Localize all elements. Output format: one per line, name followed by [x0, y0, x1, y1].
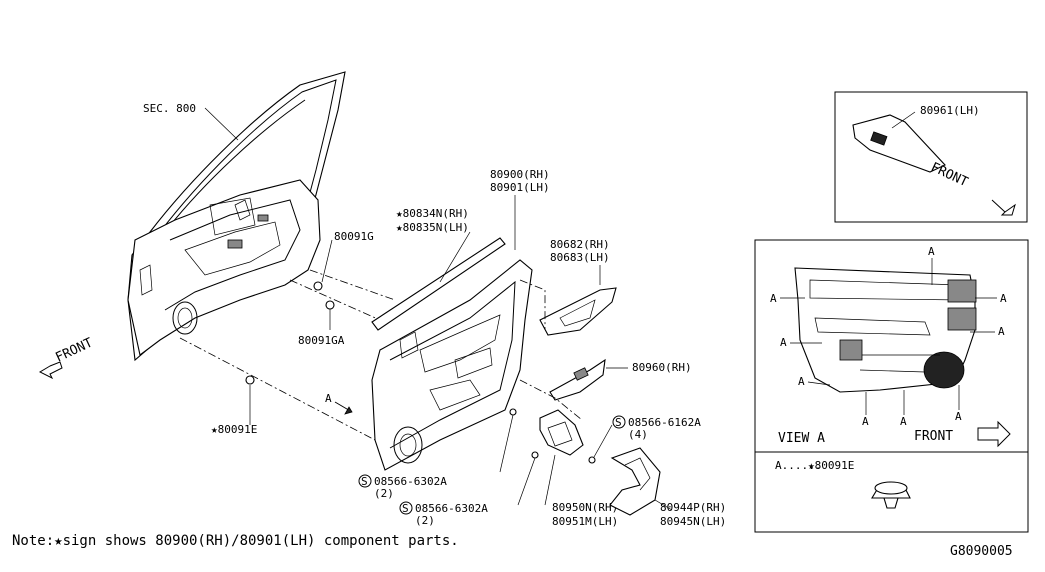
view-a-marker-4: A: [998, 325, 1005, 338]
label-80834n: ★80834N(RH): [396, 207, 469, 220]
label-80961: 80961(LH): [920, 104, 980, 117]
svg-text:S: S: [615, 416, 622, 429]
handle-80944p: [609, 447, 673, 516]
label-80835n: ★80835N(LH): [396, 221, 469, 234]
label-80091g: 80091G: [334, 230, 374, 243]
bracket-80950n: [539, 409, 584, 506]
circled-s-6162a: S: [612, 415, 626, 429]
label-80900: 80900(RH): [490, 168, 550, 181]
inset-view-a: A A A A A A A A A VIEW A FRONT: [754, 239, 1029, 453]
label-80945n: 80945N(LH): [660, 515, 726, 528]
view-a-marker-9: A: [955, 410, 962, 423]
label-08566-6302a-2: 08566-6302A: [415, 502, 488, 515]
view-a-marker-5: A: [780, 336, 787, 349]
qty-08566-6302a-1: (2): [374, 487, 394, 500]
label-80944p: 80944P(RH): [660, 501, 726, 514]
view-a-marker-8: A: [900, 415, 907, 428]
sec-800-label: SEC. 800: [143, 102, 196, 115]
label-08566-6302a-1: 08566-6302A: [374, 475, 447, 488]
front-label-left: FRONT: [53, 335, 95, 365]
view-a-marker-2: A: [770, 292, 777, 305]
label-08566-6162a: 08566-6162A: [628, 416, 701, 429]
label-80682: 80682(RH): [550, 238, 610, 251]
view-a-title: VIEW A: [778, 431, 825, 446]
view-a-arrow: [334, 401, 353, 415]
qty-08566-6302a-2: (2): [415, 514, 435, 527]
view-a-marker-3: A: [1000, 292, 1007, 305]
inset-80961: 80961(LH) FRONT: [834, 91, 1028, 223]
clip-80091e: [245, 375, 255, 425]
label-80091ga: 80091GA: [298, 334, 345, 347]
screw-08566-6302a-1: [499, 408, 517, 473]
finisher-80682: [539, 265, 617, 336]
screw-08566-6302a-2: [517, 451, 539, 506]
diagram-code: G8090005: [950, 544, 1013, 559]
circled-s-6302a-2: S: [399, 501, 413, 515]
arrow-a-label: A: [325, 392, 332, 405]
weatherstrip-80834n: [371, 231, 506, 331]
legend-box: A...... ★80091E: [754, 451, 1029, 533]
clip-80091g: [313, 239, 333, 291]
screw-08566-6162a: [588, 424, 613, 464]
clip-80091ga: [325, 300, 335, 330]
door-inner-panel: [127, 71, 346, 362]
legend-a: A......: [775, 459, 821, 472]
view-a-marker-6: A: [798, 375, 805, 388]
switch-finisher-80960: [549, 358, 628, 401]
front-label-view: FRONT: [914, 429, 953, 444]
label-80950n: 80950N(RH): [552, 501, 618, 514]
label-80951m: 80951M(LH): [552, 515, 618, 528]
label-80091e: ★80091E: [211, 423, 257, 436]
front-label-inset: FRONT: [928, 160, 970, 190]
label-80683: 80683(LH): [550, 251, 610, 264]
svg-text:S: S: [402, 502, 409, 515]
front-arrow-left: FRONT: [38, 335, 95, 380]
view-a-marker-1: A: [928, 245, 935, 258]
svg-text:S: S: [361, 475, 368, 488]
view-a-marker-7: A: [862, 415, 869, 428]
legend-part: ★80091E: [808, 459, 854, 472]
footnote: Note:★sign shows 80900(RH)/80901(LH) com…: [12, 533, 459, 549]
qty-08566-6162a: (4): [628, 428, 648, 441]
circled-s-6302a-1: S: [358, 474, 372, 488]
clip-80091e-icon: [871, 481, 911, 509]
label-80901: 80901(LH): [490, 181, 550, 194]
label-80960: 80960(RH): [632, 361, 692, 374]
door-trim-panel: [371, 259, 533, 471]
